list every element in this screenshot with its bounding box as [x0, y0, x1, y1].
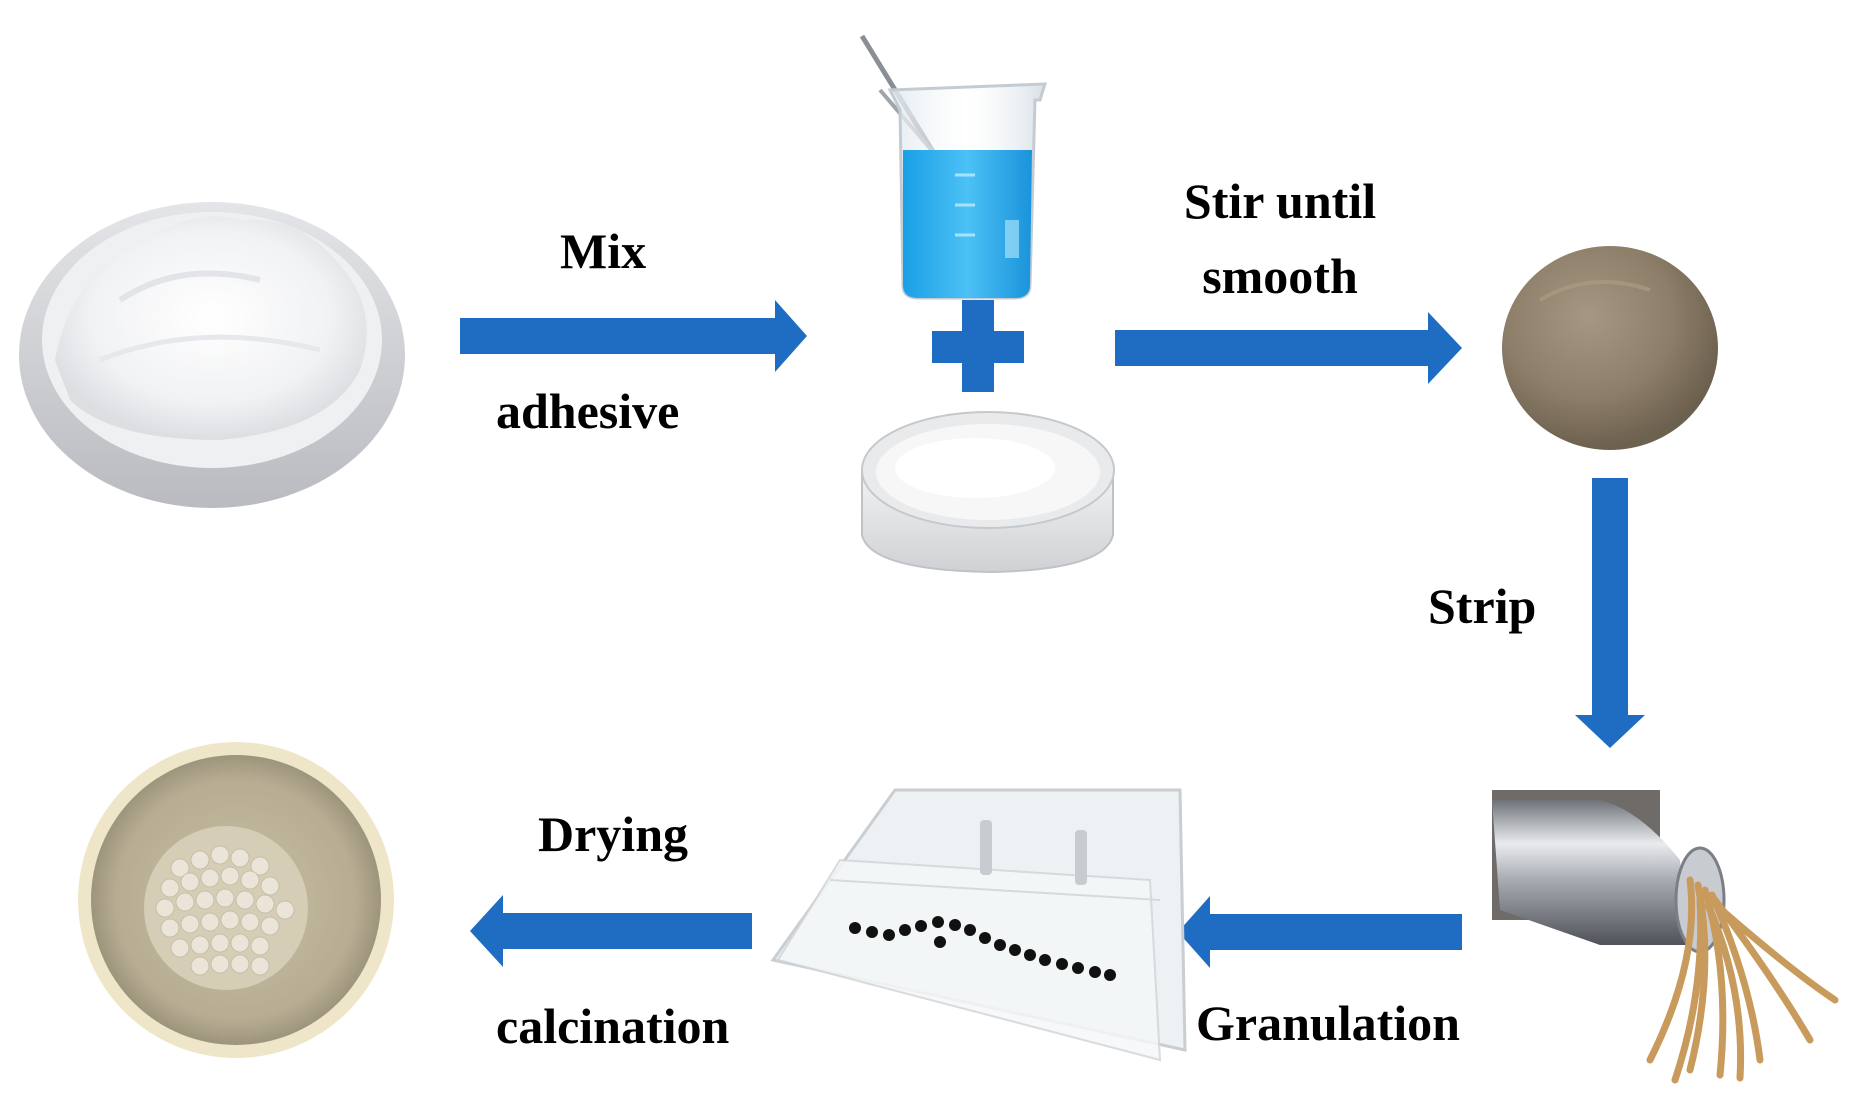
granulation-tray-icon	[770, 788, 1187, 1062]
label-calcination: calcination	[496, 998, 730, 1054]
label-stir-line1: Stir until	[1183, 173, 1377, 229]
arrow-mix	[460, 300, 807, 372]
white-powder-dish-icon	[19, 202, 405, 508]
pellet-bowl-icon	[78, 742, 394, 1058]
arrow-drying	[470, 895, 752, 967]
arrow-strip	[1575, 478, 1645, 748]
label-strip: Strip	[1428, 578, 1537, 634]
label-stir-line2: smooth	[1202, 248, 1358, 304]
label-drying: Drying	[538, 806, 688, 862]
arrow-granulation	[1178, 896, 1462, 968]
extruder-noodle-icon	[1492, 790, 1839, 1084]
clay-ball-icon	[1502, 246, 1718, 450]
label-granulation: Granulation	[1196, 995, 1460, 1051]
blue-liquid-beaker-icon	[859, 34, 1048, 300]
label-mix: Mix	[560, 223, 647, 279]
plus-icon	[932, 300, 1024, 392]
arrow-stir	[1115, 312, 1462, 384]
powder-petri-dish-icon	[861, 411, 1115, 574]
label-adhesive: adhesive	[496, 383, 680, 439]
